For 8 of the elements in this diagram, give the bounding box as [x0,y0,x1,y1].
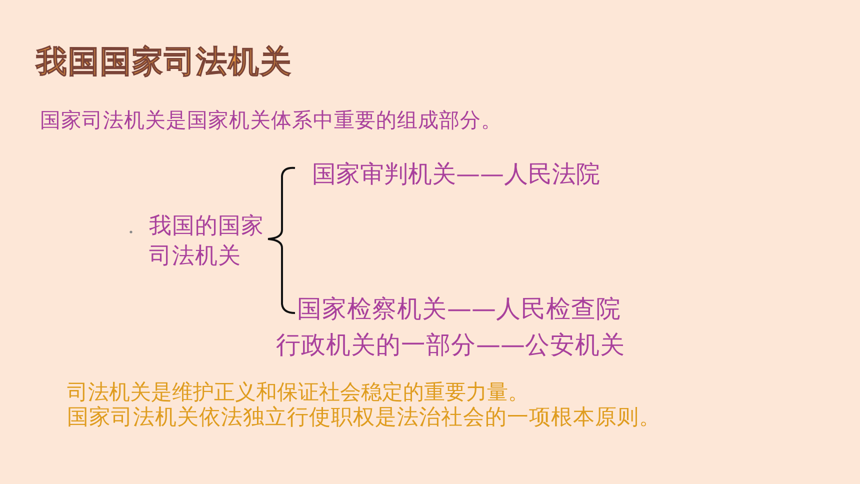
branch-text: 国家审判机关——人民法院 [312,160,600,189]
slide-heading: 我国国家司法机关 [36,44,292,82]
note-sentence: 司法机关是维护正义和保证社会稳定的重要力量。 [67,380,529,406]
intro-sentence: 国家司法机关是国家机关体系中重要的组成部分。 [40,108,502,133]
branch-text: 国家检察机关——人民检查院 [297,294,621,324]
branch-text: 行政机关的一部分——公安机关 [276,330,625,360]
root-text: 我国的国家司法机关 [149,212,265,271]
note-sentence: 国家司法机关依法独立行使职权是法治社会的一项根本原则。 [67,405,661,431]
